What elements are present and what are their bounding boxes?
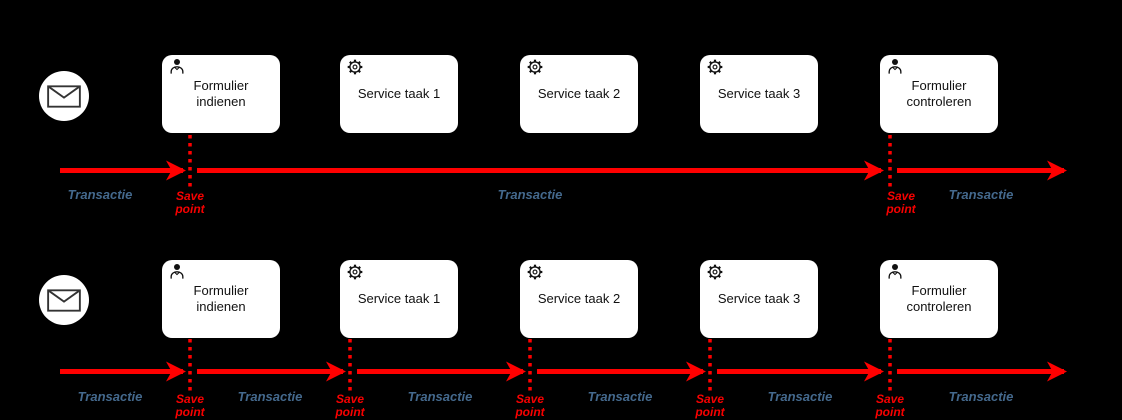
save-point-label: Save point bbox=[515, 393, 544, 419]
row1-timeline bbox=[60, 135, 1067, 190]
row1-task-formulier-controleren: Formulier controleren bbox=[880, 55, 998, 133]
save-point-line1: Save bbox=[875, 392, 905, 406]
envelope-icon bbox=[47, 85, 81, 108]
save-point-line2: point bbox=[335, 405, 365, 419]
save-point-label: Save point bbox=[886, 190, 915, 216]
task-label: Formulier indienen bbox=[193, 78, 249, 109]
envelope-icon bbox=[47, 289, 81, 312]
save-point-label: Save point bbox=[335, 393, 364, 419]
user-icon bbox=[167, 262, 187, 282]
task-label: Formulier indienen bbox=[193, 283, 249, 314]
transaction-label: Transactie bbox=[948, 187, 1014, 202]
row2-task-formulier-indienen: Formulier indienen bbox=[162, 260, 280, 338]
transaction-label: Transactie bbox=[587, 389, 653, 404]
gear-icon bbox=[525, 262, 545, 282]
save-point-line1: Save bbox=[886, 189, 916, 203]
row2-task-service-taak-2: Service taak 2 bbox=[520, 260, 638, 338]
save-point-line1: Save bbox=[515, 392, 545, 406]
save-point-label: Save point bbox=[175, 393, 204, 419]
task-label: Service taak 1 bbox=[357, 291, 441, 306]
row1-message-start-event bbox=[39, 71, 89, 121]
gear-icon bbox=[705, 262, 725, 282]
row1-task-formulier-indienen: Formulier indienen bbox=[162, 55, 280, 133]
transaction-label: Transactie bbox=[767, 389, 833, 404]
gear-icon bbox=[345, 262, 365, 282]
save-point-line1: Save bbox=[175, 189, 205, 203]
gear-icon bbox=[705, 57, 725, 77]
user-icon bbox=[167, 57, 187, 77]
user-icon bbox=[885, 57, 905, 77]
row2-message-start-event bbox=[39, 275, 89, 325]
save-point-label: Save point bbox=[875, 393, 904, 419]
save-point-line2: point bbox=[175, 405, 205, 419]
save-point-line1: Save bbox=[175, 392, 205, 406]
transaction-label: Transactie bbox=[237, 389, 303, 404]
transaction-label: Transactie bbox=[407, 389, 473, 404]
save-point-line2: point bbox=[175, 202, 205, 216]
task-label: Service taak 2 bbox=[537, 291, 621, 306]
row1-task-service-taak-2: Service taak 2 bbox=[520, 55, 638, 133]
task-label: Service taak 3 bbox=[717, 86, 801, 101]
task-label: Formulier controleren bbox=[906, 78, 972, 109]
gear-icon bbox=[525, 57, 545, 77]
gear-icon bbox=[345, 57, 365, 77]
row1-task-service-taak-3: Service taak 3 bbox=[700, 55, 818, 133]
transaction-label: Transactie bbox=[77, 389, 143, 404]
row2-timeline bbox=[60, 339, 1067, 393]
transaction-label: Transactie bbox=[948, 389, 1014, 404]
save-point-label: Save point bbox=[175, 190, 204, 216]
user-icon bbox=[885, 262, 905, 282]
save-point-line1: Save bbox=[695, 392, 725, 406]
task-label: Service taak 3 bbox=[717, 291, 801, 306]
save-point-line2: point bbox=[886, 202, 916, 216]
task-label: Service taak 2 bbox=[537, 86, 621, 101]
save-point-line2: point bbox=[875, 405, 905, 419]
save-point-line2: point bbox=[695, 405, 725, 419]
save-point-line1: Save bbox=[335, 392, 365, 406]
row2-task-formulier-controleren: Formulier controleren bbox=[880, 260, 998, 338]
row1-task-service-taak-1: Service taak 1 bbox=[340, 55, 458, 133]
row2-task-service-taak-1: Service taak 1 bbox=[340, 260, 458, 338]
row2-task-service-taak-3: Service taak 3 bbox=[700, 260, 818, 338]
save-point-label: Save point bbox=[695, 393, 724, 419]
task-label: Formulier controleren bbox=[906, 283, 972, 314]
task-label: Service taak 1 bbox=[357, 86, 441, 101]
transaction-label: Transactie bbox=[67, 187, 133, 202]
transaction-label: Transactie bbox=[497, 187, 563, 202]
save-point-line2: point bbox=[515, 405, 545, 419]
